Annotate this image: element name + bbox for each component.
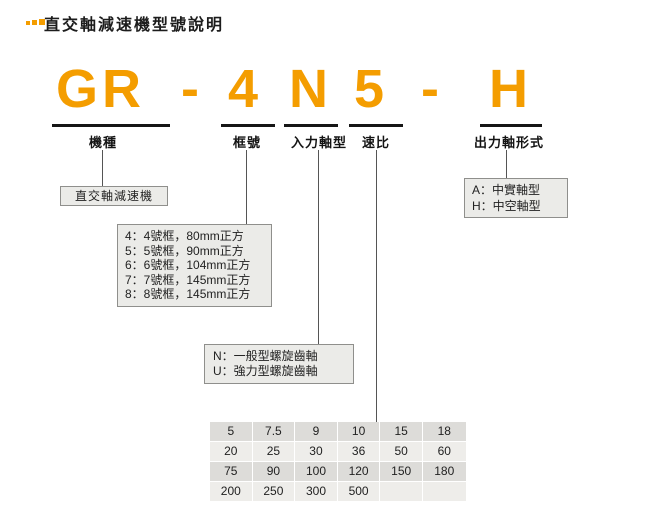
label-speed-ratio: 速比 bbox=[362, 135, 391, 150]
ratio-cell: 60 bbox=[437, 444, 451, 458]
ratio-cell: 150 bbox=[380, 462, 423, 481]
callout-input-shaft: N：一般型螺旋齒軸 U：強力型螺旋齒軸 bbox=[204, 344, 354, 384]
underline-frame bbox=[221, 124, 275, 127]
ratio-cell: 25 bbox=[253, 442, 296, 461]
model-segment-dash2: - bbox=[421, 59, 443, 119]
ratio-cell: 50 bbox=[380, 442, 423, 461]
callout-output-shaft: A：中實軸型 H：中空軸型 bbox=[464, 178, 568, 218]
ratio-cell: 36 bbox=[338, 442, 381, 461]
callout-frame-line: 8：8號框，145mm正方 bbox=[125, 287, 251, 301]
callout-frame-line: 4：4號框，80mm正方 bbox=[125, 229, 244, 243]
callout-frame-no: 4：4號框，80mm正方 5：5號框，90mm正方 6：6號框，104mm正方 … bbox=[117, 224, 272, 307]
table-row: 75 90 100 120 150 180 bbox=[210, 462, 466, 481]
speed-ratio-table: 5 7.5 9 10 15 18 20 25 30 36 50 60 75 90… bbox=[210, 422, 466, 502]
callout-frame-line: 6：6號框，104mm正方 bbox=[125, 258, 251, 272]
model-segment-dash1: - bbox=[181, 59, 203, 119]
ratio-cell: 90 bbox=[253, 462, 296, 481]
ratio-cell: 10 bbox=[338, 422, 381, 441]
ratio-cell: 100 bbox=[295, 462, 338, 481]
table-row: 20 25 30 36 50 60 bbox=[210, 442, 466, 461]
ratio-cell: 5 bbox=[210, 422, 253, 441]
ratio-cell: 7.5 bbox=[253, 422, 296, 441]
title-bullet-icon bbox=[26, 19, 45, 25]
label-output-shaft: 出力軸形式 bbox=[474, 135, 545, 150]
underline-ratio bbox=[349, 124, 403, 127]
ratio-cell: 500 bbox=[338, 482, 381, 501]
connector-input-shaft bbox=[318, 150, 319, 344]
ratio-cell: 20 bbox=[210, 442, 253, 461]
label-input-shaft: 入力軸型 bbox=[291, 135, 348, 150]
ratio-cell bbox=[423, 482, 466, 501]
ratio-cell: 15 bbox=[380, 422, 423, 441]
callout-input-line: N：一般型螺旋齒軸 bbox=[213, 349, 318, 363]
underline-series bbox=[52, 124, 170, 127]
connector-speed-ratio bbox=[376, 150, 377, 422]
page-title: 直交軸減速機型號說明 bbox=[44, 17, 225, 34]
connector-output-shaft bbox=[506, 150, 507, 178]
ratio-cell: 30 bbox=[295, 442, 338, 461]
model-segment-input: N bbox=[289, 59, 332, 119]
underline-input bbox=[284, 124, 338, 127]
table-row: 5 7.5 9 10 15 18 bbox=[210, 422, 466, 441]
callout-frame-line: 7：7號框，145mm正方 bbox=[125, 272, 251, 287]
callout-output-line: A：中實軸型 bbox=[472, 183, 541, 197]
ratio-cell: 180 bbox=[434, 464, 455, 478]
ratio-cell: 120 bbox=[338, 462, 381, 481]
label-machine-type: 機種 bbox=[89, 135, 118, 150]
connector-machine-type bbox=[102, 150, 103, 186]
label-frame-no: 框號 bbox=[233, 135, 262, 150]
table-row: 200 250 300 500 bbox=[210, 482, 466, 501]
ratio-cell: 9 bbox=[295, 422, 338, 441]
model-segment-series: GR bbox=[56, 59, 145, 119]
ratio-cell: 300 bbox=[295, 482, 338, 501]
callout-input-line: U：強力型螺旋齒軸 bbox=[213, 364, 318, 378]
model-segment-output: H bbox=[489, 59, 532, 119]
ratio-cell: 200 bbox=[210, 482, 253, 501]
connector-frame-no bbox=[246, 150, 247, 224]
underline-output bbox=[480, 124, 542, 127]
callout-machine-type: 直交軸減速機 bbox=[60, 186, 168, 206]
model-segment-frame: 4 bbox=[228, 59, 263, 119]
callout-output-line: H：中空軸型 bbox=[472, 199, 541, 213]
ratio-cell bbox=[380, 482, 423, 501]
ratio-cell: 75 bbox=[210, 462, 253, 481]
ratio-cell: 18 bbox=[437, 424, 451, 438]
ratio-cell: 250 bbox=[253, 482, 296, 501]
callout-frame-line: 5：5號框，90mm正方 bbox=[125, 243, 244, 258]
model-segment-ratio: 5 bbox=[354, 59, 389, 119]
